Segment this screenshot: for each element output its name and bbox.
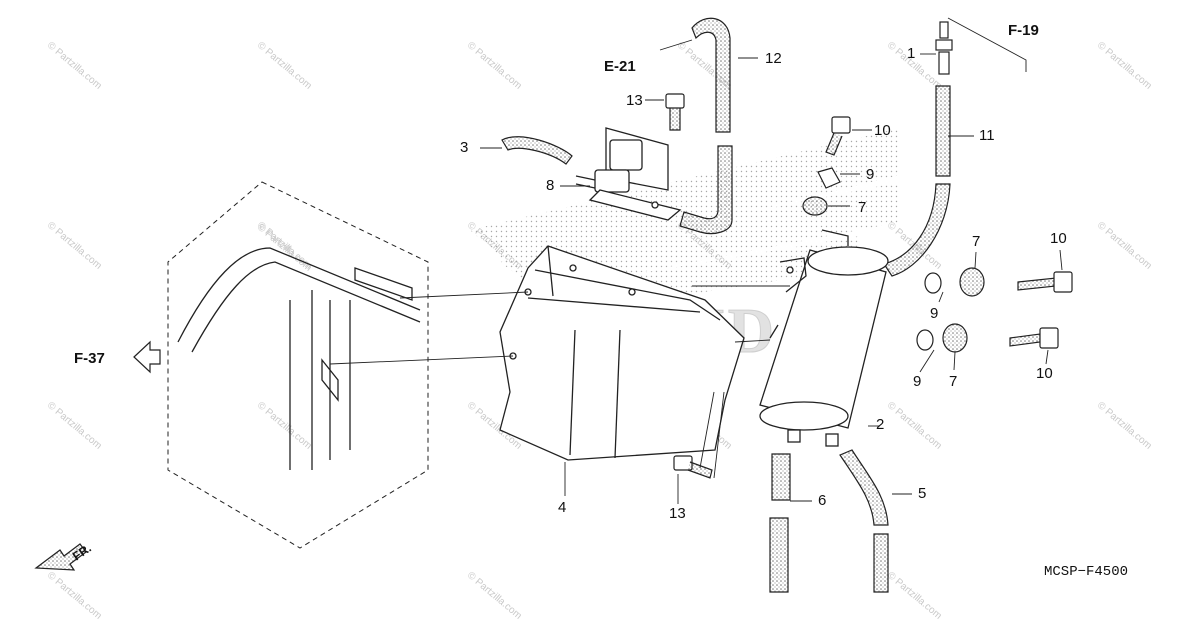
part-8-solenoid-valve xyxy=(575,127,682,221)
callout-4: 4 xyxy=(558,499,567,516)
leader-lines xyxy=(329,17,1063,504)
callout-10: 10 xyxy=(1050,230,1067,247)
part-13-bolt xyxy=(665,93,713,479)
callout-7: 7 xyxy=(858,199,867,216)
callout-11: 11 xyxy=(979,127,995,144)
parts-diagram: © Partzilla.com © Partzilla.com © Partzi… xyxy=(34,17,1154,622)
callout-2: 2 xyxy=(876,416,885,433)
callout-10: 10 xyxy=(1036,365,1053,382)
part-5-hose xyxy=(839,449,889,593)
part-11-hose xyxy=(883,85,951,277)
part-12-hose xyxy=(679,17,733,235)
callout-13: 13 xyxy=(626,92,643,109)
callout-9: 9 xyxy=(913,373,922,390)
frame-pipes xyxy=(177,247,421,470)
part-4-cover xyxy=(499,245,745,461)
f37-arrow-icon xyxy=(133,340,161,374)
callout-5: 5 xyxy=(918,485,927,502)
part-7-grommet xyxy=(802,196,985,353)
callout-9: 9 xyxy=(866,166,875,183)
callout-1: 1 xyxy=(907,45,916,62)
callout-7: 7 xyxy=(949,373,958,390)
callout-12: 12 xyxy=(765,50,782,67)
part-6-hose xyxy=(769,453,791,593)
part-2-canister xyxy=(759,229,889,447)
part-9-collar xyxy=(817,167,942,351)
callout-13: 13 xyxy=(669,505,686,522)
callout-9: 9 xyxy=(930,305,939,322)
front-direction-arrow-icon xyxy=(34,543,87,571)
reference-e21: E-21 xyxy=(604,58,636,75)
detail-frame xyxy=(167,181,429,549)
reference-f37: F-37 xyxy=(74,350,105,367)
diagram-drawing: HONDA xyxy=(34,17,1073,593)
callout-3: 3 xyxy=(460,139,469,156)
part-10-bolt xyxy=(825,116,1073,349)
callout-8: 8 xyxy=(546,177,555,194)
diagram-code: MCSP−F4500 xyxy=(1044,564,1129,580)
callout-10: 10 xyxy=(874,122,891,139)
callout-6: 6 xyxy=(818,492,827,509)
reference-f19: F-19 xyxy=(1008,22,1039,39)
part-3-hose xyxy=(501,136,573,165)
part-1-fitting xyxy=(935,21,953,75)
callout-7: 7 xyxy=(972,233,981,250)
